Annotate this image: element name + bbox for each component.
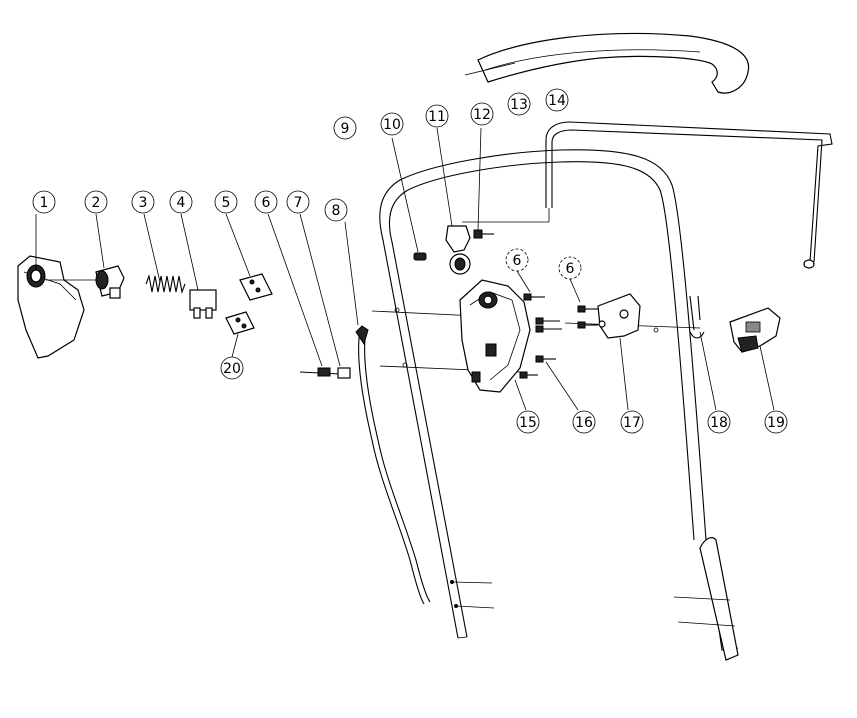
callout-10-label: 10	[383, 117, 401, 133]
callout-4: 4	[169, 190, 193, 214]
part-11-clamp	[436, 127, 471, 275]
callout-9: 9	[333, 116, 357, 140]
part-10-nut	[391, 137, 427, 261]
callout-20: 20	[220, 356, 244, 380]
callout-15: 15	[516, 410, 540, 434]
callout-5-label: 5	[222, 195, 231, 211]
part-20-plate	[225, 311, 255, 358]
callout-8: 8	[324, 198, 348, 222]
callout-10: 10	[380, 112, 404, 136]
callout-14: 14	[545, 88, 569, 112]
callout-9-label: 9	[341, 121, 350, 137]
callout-18-label: 18	[710, 415, 728, 431]
part-8-cable	[344, 221, 431, 605]
callout-15-label: 15	[519, 415, 537, 431]
callout-6-label: 6	[262, 195, 271, 211]
callout-14-label: 14	[548, 93, 566, 109]
callout-7-label: 7	[294, 195, 303, 211]
part-12-bolt	[473, 127, 494, 239]
part-6-screws-right	[516, 270, 600, 329]
callout-2: 2	[84, 190, 108, 214]
callout-19: 19	[764, 410, 788, 434]
callout-17-label: 17	[623, 415, 641, 431]
callout-16-label: 16	[575, 415, 593, 431]
callout-18: 18	[707, 410, 731, 434]
callout-5: 5	[214, 190, 238, 214]
part-18-clip	[689, 295, 717, 411]
callout-6c-label: 6	[566, 261, 575, 277]
part-15-lever-housing	[459, 279, 531, 411]
part-19-lever	[729, 307, 781, 411]
callout-16: 16	[572, 410, 596, 434]
callout-13-label: 13	[510, 97, 528, 113]
part-4-block	[180, 213, 217, 319]
callout-17: 17	[620, 410, 644, 434]
part-7-screw	[267, 213, 351, 379]
callout-11-label: 11	[428, 109, 446, 125]
callout-3: 3	[131, 190, 155, 214]
callout-8-label: 8	[332, 203, 341, 219]
part-3-spring	[143, 213, 186, 295]
callout-2-label: 2	[92, 195, 101, 211]
callout-4-label: 4	[177, 195, 186, 211]
part-9-main-handle	[379, 149, 739, 661]
callout-6: 6	[254, 190, 278, 214]
part-5-plate	[225, 213, 273, 301]
callout-12: 12	[470, 102, 494, 126]
part-1-housing-cover	[17, 214, 85, 359]
part-2-bushing	[46, 213, 125, 299]
part-16-screws	[519, 293, 579, 411]
callout-1: 1	[32, 190, 56, 214]
callout-6c: 6	[558, 256, 582, 280]
callout-1-label: 1	[40, 195, 49, 211]
part-14-upper-handle	[462, 121, 833, 269]
callout-20-label: 20	[223, 361, 241, 377]
callout-6b-label: 6	[513, 253, 522, 269]
callout-3-label: 3	[139, 195, 148, 211]
callout-13: 13	[507, 92, 531, 116]
part-17-bracket	[597, 293, 641, 411]
callout-12-label: 12	[473, 107, 491, 123]
callout-7: 7	[286, 190, 310, 214]
callout-11: 11	[425, 104, 449, 128]
part-13-top-grip	[464, 32, 750, 94]
callout-19-label: 19	[767, 415, 785, 431]
callout-6b: 6	[505, 248, 529, 272]
